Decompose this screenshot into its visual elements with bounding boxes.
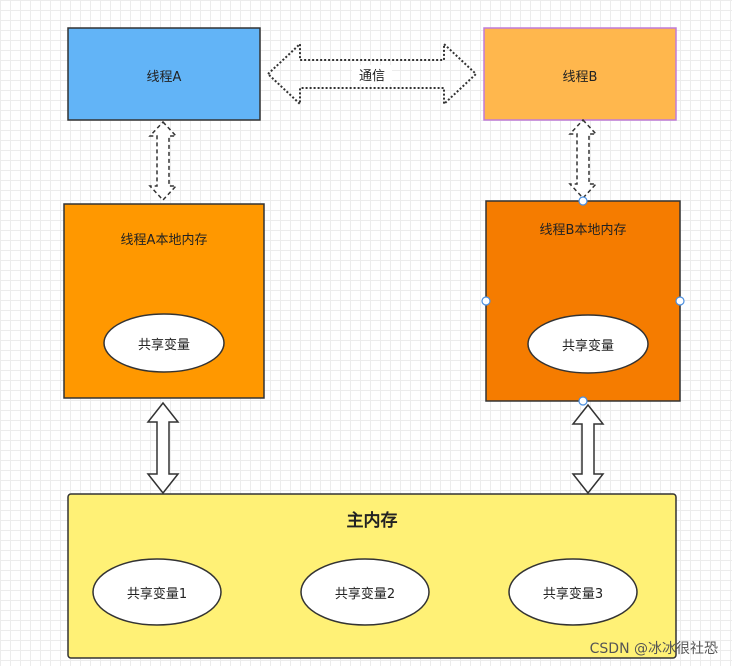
- local-memory-b-label: 线程B本地内存: [539, 223, 627, 238]
- main-shared-var-2-label: 共享变量2: [334, 586, 396, 602]
- local-a-main-arrow: [146, 401, 180, 495]
- local-b-main-arrow: [571, 403, 605, 495]
- communication-arrow: [266, 41, 478, 107]
- main-shared-var-1-label: 共享变量1: [126, 586, 188, 602]
- thread-b-local-arrow: [568, 118, 598, 200]
- selection-handle-top[interactable]: [578, 196, 588, 206]
- main-memory-title: 主内存: [346, 511, 398, 531]
- selection-handle-right[interactable]: [675, 296, 685, 306]
- local-a-shared-var[interactable]: [103, 313, 225, 373]
- main-shared-var-1[interactable]: [92, 558, 222, 626]
- watermark: CSDN @冰冰很社恐: [589, 641, 718, 657]
- local-a-shared-var-label: 共享变量: [137, 337, 190, 353]
- thread-a-box[interactable]: [67, 27, 261, 121]
- local-memory-a-label: 线程A本地内存: [120, 233, 208, 248]
- thread-a-label: 线程A: [146, 70, 182, 85]
- local-b-shared-var-label: 共享变量: [561, 338, 614, 354]
- thread-b-box[interactable]: [483, 27, 677, 121]
- main-shared-var-3-label: 共享变量3: [542, 586, 604, 602]
- communication-label: 通信: [352, 65, 392, 84]
- main-shared-var-3[interactable]: [508, 558, 638, 626]
- selection-handle-bottom[interactable]: [578, 396, 588, 406]
- local-b-shared-var[interactable]: [527, 314, 649, 374]
- thread-b-label: 线程B: [562, 70, 598, 85]
- thread-a-local-arrow: [148, 120, 178, 202]
- main-shared-var-2[interactable]: [300, 558, 430, 626]
- selection-handle-left[interactable]: [481, 296, 491, 306]
